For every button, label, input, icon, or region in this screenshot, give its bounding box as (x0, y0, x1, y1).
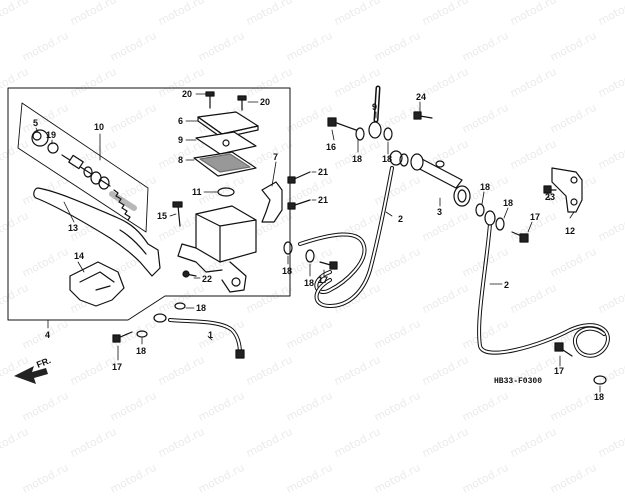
callout-10: 10 (94, 122, 104, 132)
washer-18c (283, 241, 293, 255)
callout-9b: 9 (372, 102, 377, 112)
holder-bolt-a (287, 171, 311, 184)
brake-hose-1 (153, 313, 245, 359)
callout-23: 23 (545, 192, 555, 202)
three-way-joint (410, 153, 471, 207)
diagram-code: HB33-F0300 (494, 377, 542, 386)
circlip-part (47, 142, 59, 154)
washer-11 (217, 187, 235, 197)
brake-hose-2-right (477, 210, 610, 358)
callout-17d: 17 (554, 366, 564, 376)
callout-18i: 18 (594, 392, 604, 402)
reservoir-plate (195, 131, 257, 155)
callout-19: 19 (46, 130, 56, 140)
callout-labels: 20 20 6 9 8 7 11 15 22 21 21 5 19 10 13 … (33, 89, 604, 402)
bolt-17b (319, 261, 338, 270)
washer-18d (305, 249, 315, 263)
callout-13: 13 (68, 223, 78, 233)
callout-21b: 21 (318, 195, 328, 205)
callout-17a: 17 (112, 362, 122, 372)
screw-22 (182, 270, 197, 278)
bolt-24 (413, 111, 433, 120)
brake-hose-2-mid (298, 150, 403, 308)
piston-set-part (61, 154, 137, 221)
callout-14: 14 (74, 251, 84, 261)
washer-18i (593, 375, 607, 385)
callout-21a: 21 (318, 167, 328, 177)
washer-18h (495, 217, 505, 231)
hose-bracket-12 (551, 167, 583, 213)
cap-screw-a (205, 91, 215, 109)
washer-18f (383, 127, 393, 141)
callout-8: 8 (178, 155, 183, 165)
callout-18b: 18 (136, 346, 146, 356)
callout-11: 11 (192, 187, 202, 197)
piston-set-box (17, 102, 149, 233)
callout-3: 3 (437, 207, 442, 217)
callout-18e: 18 (282, 266, 292, 276)
callout-7: 7 (273, 152, 278, 162)
washer-18b (136, 330, 148, 338)
bolt-15 (172, 201, 183, 227)
bolt-17c (511, 231, 529, 243)
bolt-17a (112, 331, 133, 343)
callout-18d: 18 (382, 154, 392, 164)
bolt-16 (327, 117, 357, 131)
washer-18g (475, 203, 485, 217)
front-arrow-label: FR. (35, 355, 52, 370)
callout-15: 15 (157, 211, 167, 221)
washer-18a (174, 302, 186, 310)
upper-hose-stub (368, 85, 382, 139)
master-cylinder-holder (261, 181, 283, 223)
brake-lever (33, 187, 161, 277)
cap-screw-b (237, 95, 247, 111)
callout-20a: 20 (182, 89, 192, 99)
bolt-17d (554, 342, 573, 357)
holder-bolt-b (287, 199, 311, 210)
master-cylinder-body (177, 205, 257, 293)
callout-4: 4 (45, 330, 50, 340)
washer-9b (399, 153, 409, 167)
callout-12: 12 (565, 226, 575, 236)
callout-2a: 2 (398, 214, 403, 224)
callout-18g: 18 (480, 182, 490, 192)
callout-22: 22 (202, 274, 212, 284)
diaphragm (193, 151, 257, 177)
callout-6: 6 (178, 116, 183, 126)
lever-cover (69, 261, 125, 307)
callout-2b: 2 (504, 280, 509, 290)
leader-lines (35, 93, 601, 393)
callout-1: 1 (208, 330, 213, 340)
brake-parts-diagram: FR. (7, 85, 610, 402)
callout-18c: 18 (352, 154, 362, 164)
front-arrow-icon (14, 366, 48, 384)
callout-20b: 20 (260, 97, 270, 107)
callout-18f: 18 (304, 278, 314, 288)
boot-part (31, 129, 49, 147)
callout-5: 5 (33, 118, 38, 128)
callout-17b: 17 (318, 275, 328, 285)
callout-17c: 17 (530, 212, 540, 222)
callout-24: 24 (416, 92, 426, 102)
callout-16: 16 (326, 142, 336, 152)
callout-18a: 18 (196, 303, 206, 313)
washer-18e (355, 127, 365, 141)
callout-18h: 18 (503, 198, 513, 208)
bolt-23 (543, 185, 557, 194)
assembly-outline (7, 87, 291, 321)
callout-9: 9 (178, 135, 183, 145)
